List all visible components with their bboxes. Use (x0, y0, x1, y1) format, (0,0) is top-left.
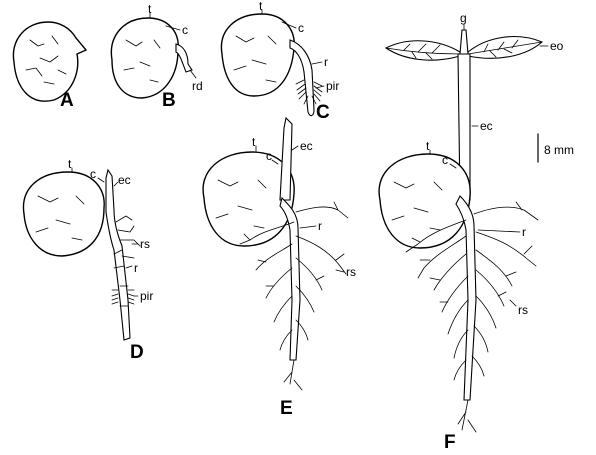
label-c-r: r (324, 55, 328, 69)
label-e-t: t (252, 135, 256, 149)
radicle-b (176, 44, 192, 72)
panel-letter-d: D (130, 342, 144, 363)
label-f-c: c (442, 153, 448, 167)
label-e-rs: rs (346, 265, 356, 279)
label-b-rd: rd (192, 79, 203, 93)
label-f-rs: rs (518, 303, 528, 317)
leaf-right-f (468, 37, 542, 59)
panel-d: t c ec rs r pir D (23, 157, 153, 363)
label-d-rs: rs (140, 237, 150, 251)
label-d-c: c (90, 167, 96, 181)
label-d-ec: ec (118, 173, 131, 187)
label-c-c: c (298, 21, 304, 35)
label-c-pir: pir (326, 79, 339, 93)
label-f-r: r (522, 225, 526, 239)
label-d-pir: pir (140, 289, 153, 303)
hypocotyl-d (106, 170, 130, 340)
panel-letter-f: F (444, 432, 456, 453)
label-e-ec: ec (300, 139, 313, 153)
label-b-c: c (182, 23, 188, 37)
panel-b: t c rd B (111, 2, 202, 111)
shoot-apex-f (460, 30, 468, 54)
label-b-t: t (148, 2, 152, 16)
label-f-g: g (460, 11, 467, 25)
leaf-left-f (386, 41, 460, 60)
label-d-t: t (68, 157, 72, 171)
label-d-r: r (134, 261, 138, 275)
seed-c (221, 14, 294, 96)
panel-f: g eo ec t c r rs F (379, 11, 564, 453)
panel-letter-c: C (316, 102, 330, 123)
panel-a: A (13, 22, 86, 111)
seed-d (23, 172, 104, 256)
seed-f (379, 154, 470, 248)
label-f-t: t (426, 139, 430, 153)
label-e-r: r (318, 219, 322, 233)
seed-b (111, 18, 178, 98)
epicotyl-e (280, 118, 292, 200)
panel-letter-a: A (60, 90, 74, 111)
panel-letter-b: B (162, 90, 176, 111)
panel-c: t c r pir C (221, 0, 339, 123)
label-f-eo: eo (550, 39, 564, 53)
label-f-ec: ec (480, 119, 493, 133)
panel-letter-e: E (280, 398, 293, 419)
scale-bar-label: 8 mm (544, 143, 574, 157)
scale-bar: 8 mm (538, 134, 574, 162)
label-e-c: c (266, 149, 272, 163)
panel-e: t c ec r rs E (203, 118, 356, 419)
